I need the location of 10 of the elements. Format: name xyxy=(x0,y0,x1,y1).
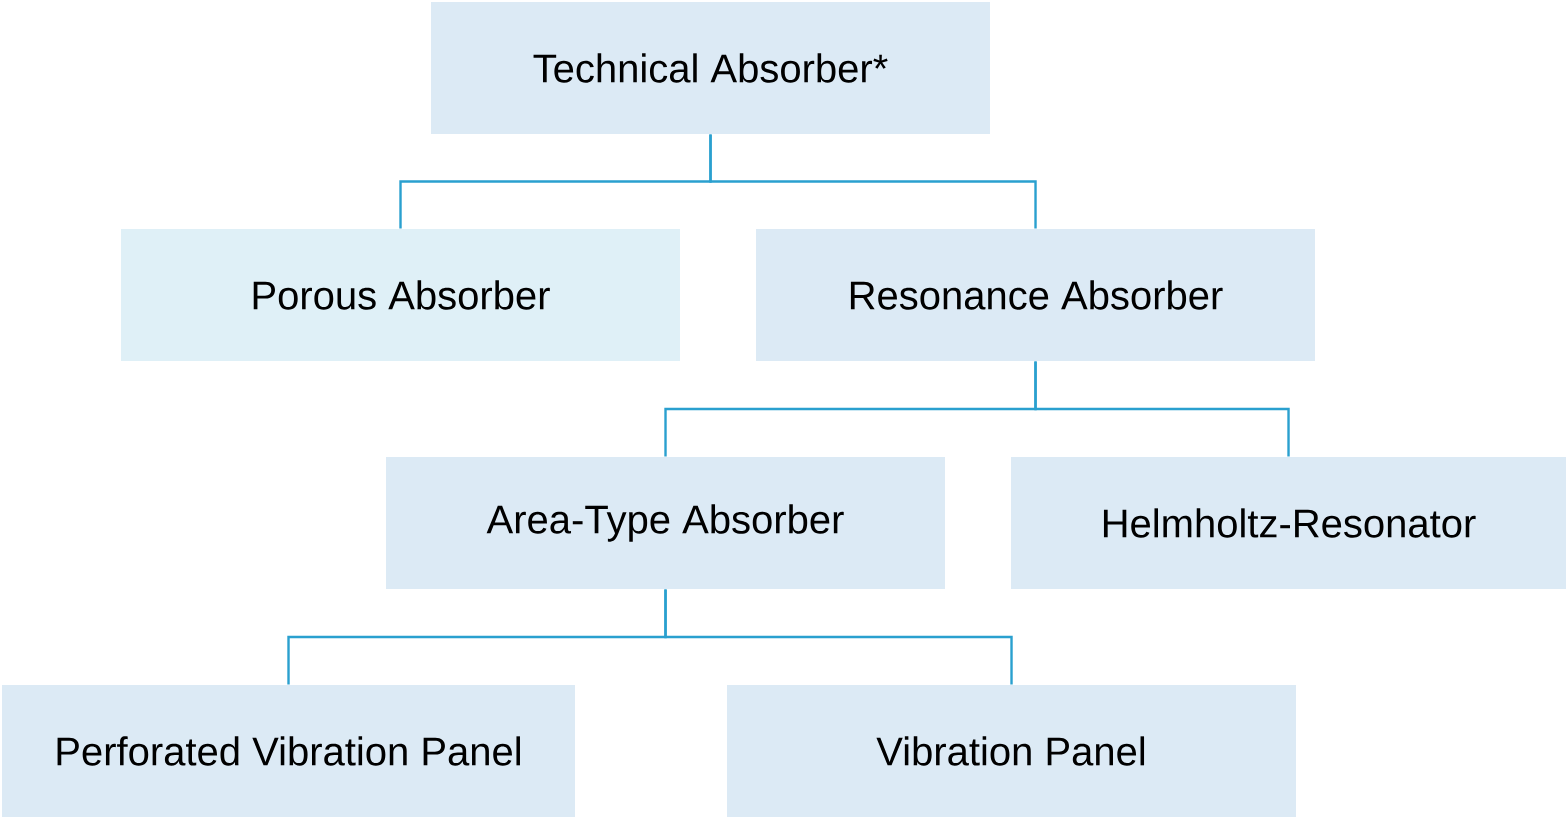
category-box: Perforated Vibration Panel xyxy=(2,685,575,817)
category-box: Vibration Panel xyxy=(727,685,1296,817)
connector-line xyxy=(1034,361,1290,457)
connector-line xyxy=(664,589,1013,685)
category-box: Technical Absorber* xyxy=(431,2,990,134)
category-box: Porous Absorber xyxy=(121,229,680,361)
category-box: Helmholtz-Resonator xyxy=(1011,457,1566,589)
connector-line xyxy=(709,134,1037,229)
category-box: Area-Type Absorber xyxy=(386,457,945,589)
category-box: Resonance Absorber xyxy=(756,229,1315,361)
